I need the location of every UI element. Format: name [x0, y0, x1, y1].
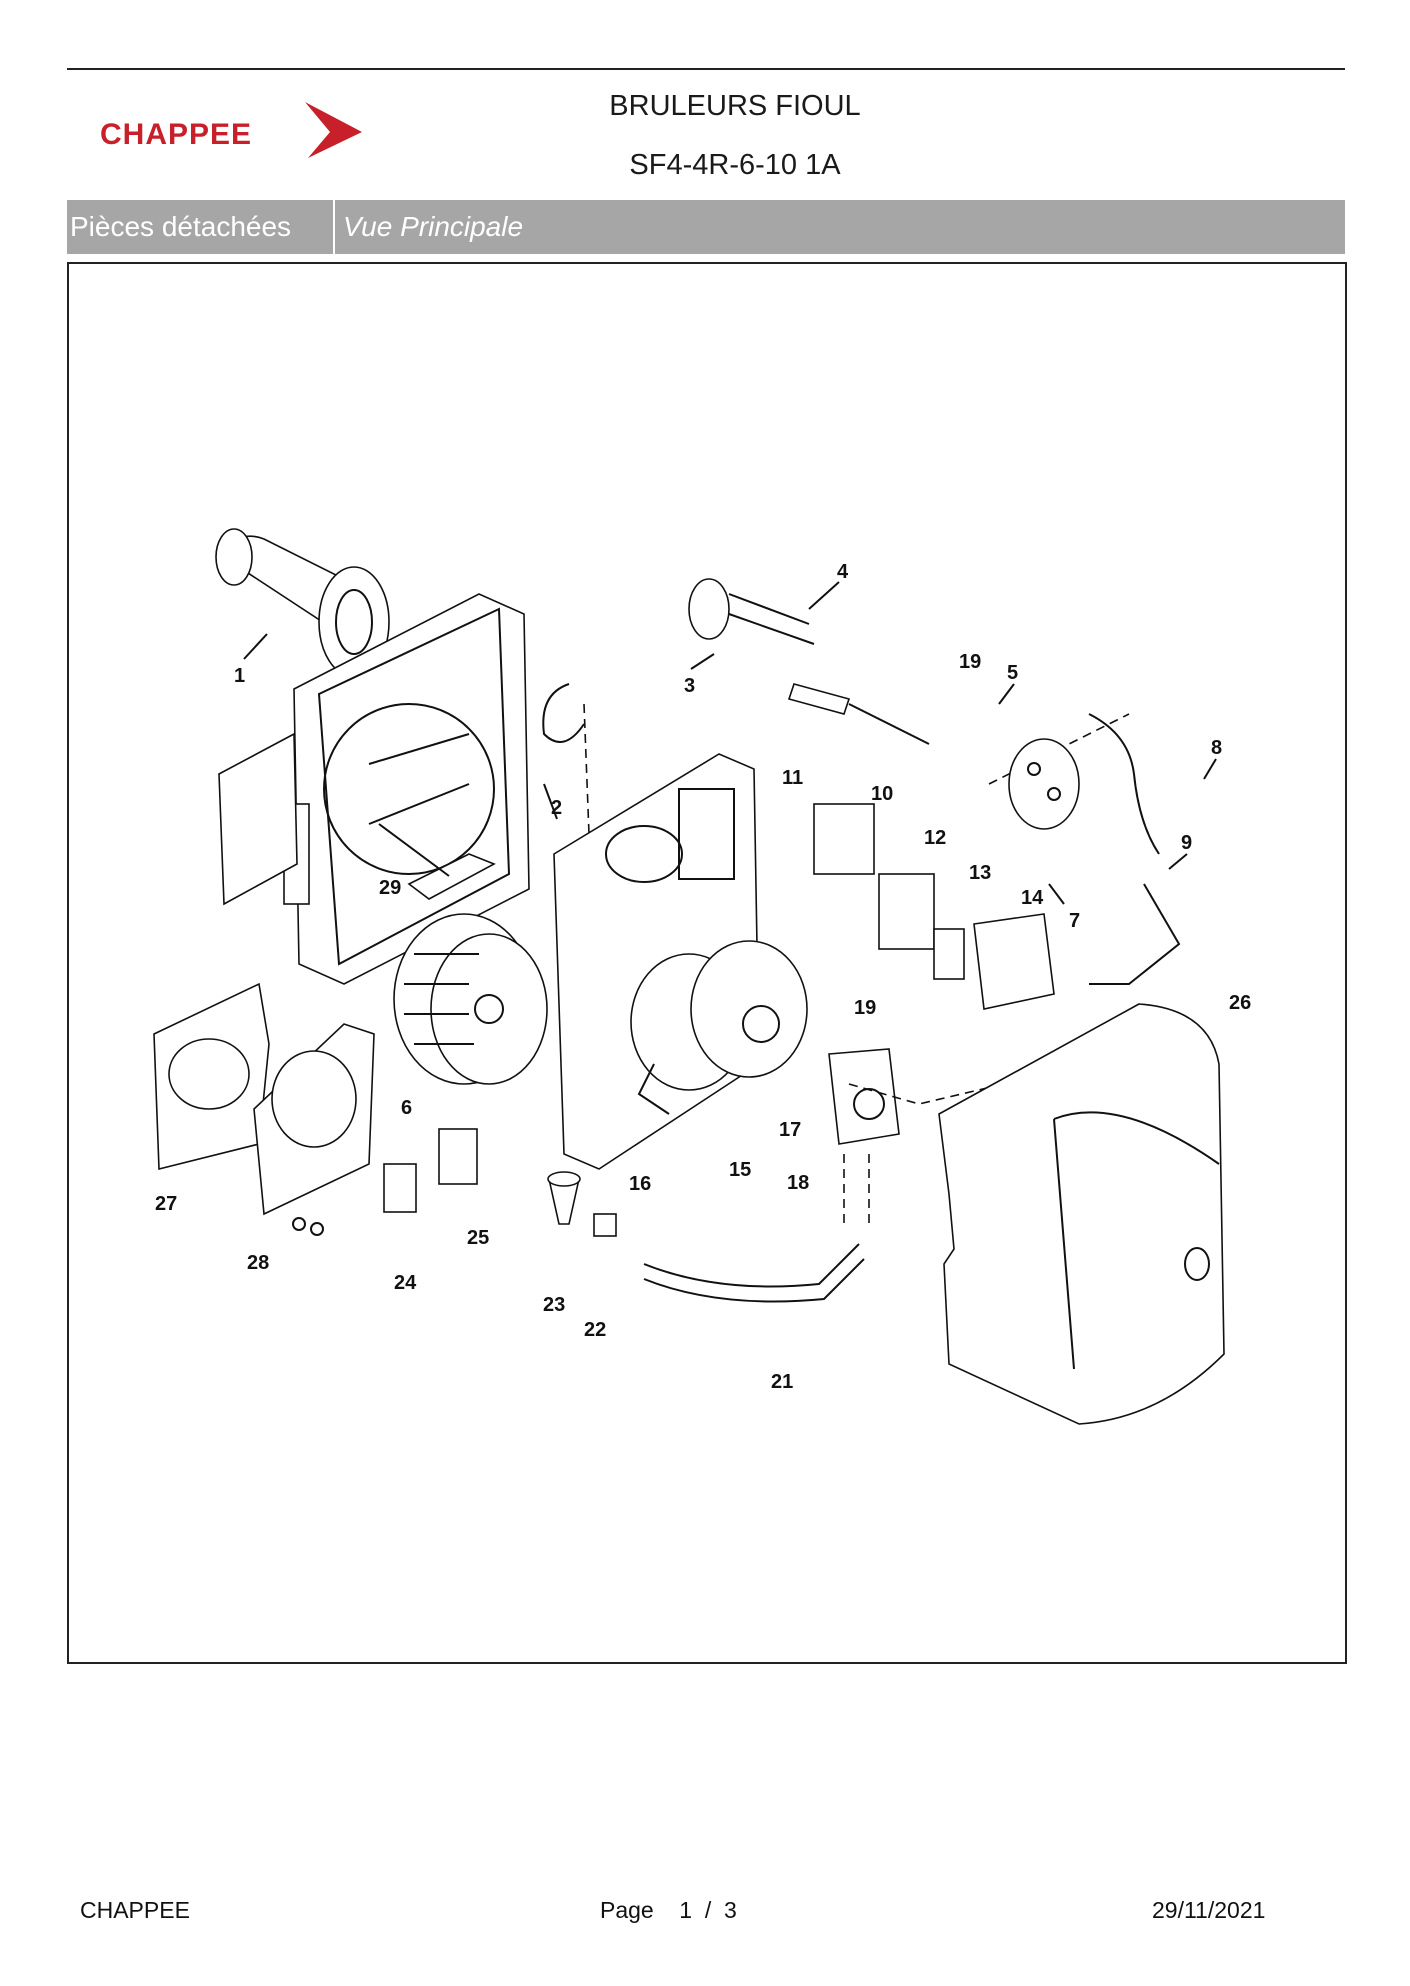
- document-title: BRULEURS FIOUL: [609, 90, 861, 122]
- footer-company: CHAPPEE: [80, 1897, 190, 1923]
- callout-5: 5: [1007, 662, 1018, 684]
- exploded-view-diagram: 1 2 3 4 5 6 7 8 9 10 11 12 13 14 15 16 1…: [153, 528, 1251, 1425]
- tab-spare-parts[interactable]: Pièces détachées: [67, 200, 335, 254]
- part-fuel-pump: [828, 1048, 900, 1145]
- callout-15: 15: [729, 1159, 751, 1181]
- part-motor: [630, 940, 808, 1115]
- part-component-24: [383, 1163, 417, 1213]
- callout-18: 18: [787, 1172, 809, 1194]
- part-fuel-hoses: [643, 1154, 870, 1303]
- page-current: 1: [679, 1897, 693, 1923]
- callout-28: 28: [247, 1252, 269, 1274]
- callout-11: 11: [782, 767, 803, 789]
- part-mounting-plate: [218, 732, 298, 906]
- callout-labels: 1 2 3 4 5 6 7 8 9 10 11 12 13 14 15 16 1…: [155, 561, 1251, 1393]
- part-fan-wheel: [393, 913, 548, 1085]
- callout-17: 17: [779, 1119, 801, 1141]
- callout-19-upper: 19: [959, 651, 981, 673]
- footer-date: 29/11/2021: [1152, 1897, 1266, 1923]
- callout-1: 1: [234, 665, 245, 687]
- callout-26: 26: [1229, 992, 1251, 1014]
- brand-logo-text: CHAPPEE: [100, 118, 253, 151]
- brand-logo: CHAPPEE: [100, 100, 370, 170]
- part-base-13: [933, 928, 965, 980]
- callout-8: 8: [1211, 737, 1222, 759]
- callout-25: 25: [467, 1227, 489, 1249]
- part-nozzle-filter: [547, 1171, 581, 1225]
- part-ignition-assembly: [688, 578, 930, 745]
- callout-16: 16: [629, 1173, 651, 1195]
- section-bar: Pièces détachées Vue Principale: [67, 200, 1345, 254]
- callout-2: 2: [551, 797, 562, 819]
- callout-12: 12: [924, 827, 946, 849]
- part-electrode-disc: [1008, 738, 1080, 830]
- tab-main-view[interactable]: Vue Principale: [343, 211, 524, 242]
- part-flange-gasket: [153, 982, 270, 1171]
- callout-21: 21: [771, 1371, 793, 1393]
- callout-23: 23: [543, 1294, 565, 1316]
- callout-24: 24: [394, 1272, 417, 1294]
- callout-13: 13: [969, 862, 991, 884]
- page-total: 3: [724, 1897, 737, 1923]
- callout-14: 14: [1021, 887, 1044, 909]
- callout-19-lower: 19: [854, 997, 876, 1019]
- callout-3: 3: [684, 675, 695, 697]
- callout-4: 4: [837, 561, 849, 583]
- leader-lines: [243, 581, 1217, 905]
- exploded-view-frame: 1 2 3 4 5 6 7 8 9 10 11 12 13 14 15 16 1…: [67, 262, 1347, 1664]
- part-fittings-22: [593, 1213, 617, 1237]
- part-clamp-flange: [253, 1023, 375, 1236]
- callout-9: 9: [1181, 832, 1192, 854]
- callout-27: 27: [155, 1193, 177, 1215]
- part-control-unit-14: [973, 913, 1055, 1010]
- page-separator: /: [704, 1897, 712, 1923]
- model-reference: SF4-4R-6-10 1A: [629, 149, 841, 181]
- part-control-box-10: [813, 803, 875, 875]
- part-terminal-block-25: [438, 1128, 478, 1185]
- brand-arrow-icon: [305, 102, 362, 158]
- callout-10: 10: [871, 783, 893, 805]
- part-connector-12: [878, 873, 935, 950]
- callout-22: 22: [584, 1319, 606, 1341]
- page-label: Page: [600, 1897, 654, 1923]
- callout-7: 7: [1069, 910, 1080, 932]
- callout-6: 6: [401, 1097, 412, 1119]
- part-burner-cover: [938, 1003, 1225, 1425]
- callout-29: 29: [379, 877, 401, 899]
- top-rule: [67, 68, 1345, 70]
- footer-pagination: Page 1 / 3: [600, 1897, 737, 1924]
